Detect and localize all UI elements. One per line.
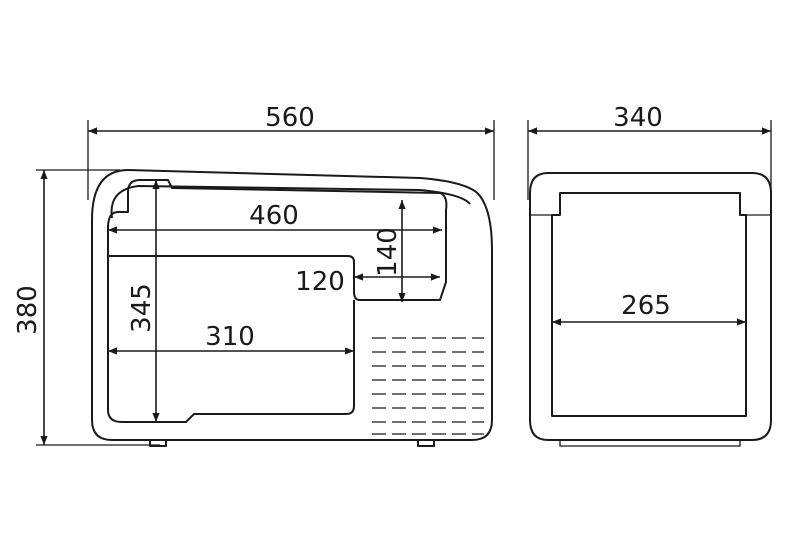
front-foot-left: [149, 440, 167, 447]
label-step-depth: 120: [295, 267, 345, 297]
side-view: 340 265: [527, 103, 772, 447]
side-inner-outline: [551, 192, 747, 417]
label-overall-depth: 340: [613, 103, 663, 133]
front-view: 560 380 460 345 310 140 120: [13, 103, 495, 447]
label-interior-height: 345: [127, 283, 157, 333]
interior-compartment-outline: [107, 179, 448, 423]
label-overall-width: 560: [265, 103, 315, 133]
label-overall-height: 380: [13, 285, 43, 335]
vent-grille: [372, 337, 484, 435]
label-interior-width-top: 460: [249, 201, 299, 231]
front-body-outline: [91, 169, 493, 441]
front-foot-right: [417, 440, 435, 447]
label-interior-width-bottom: 310: [205, 322, 255, 352]
label-interior-width-side: 265: [621, 291, 671, 321]
front-lid-outline: [110, 185, 471, 219]
label-step-height: 140: [373, 227, 403, 277]
side-base-line: [559, 440, 741, 447]
side-body-outline: [529, 172, 772, 441]
